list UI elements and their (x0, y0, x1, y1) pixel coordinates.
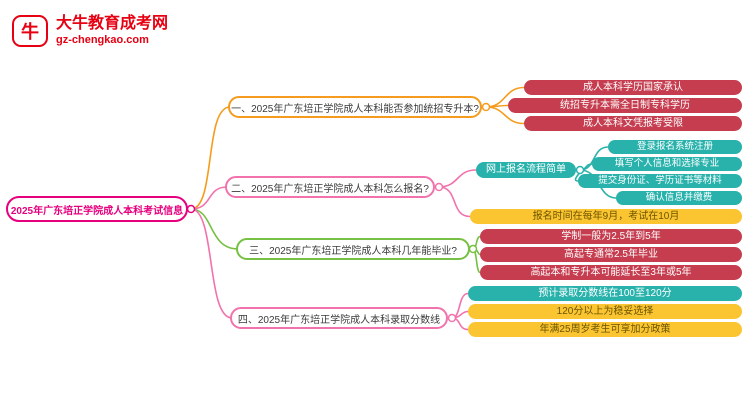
leaf-degree-recognized: 成人本科学历国家承认 (524, 80, 742, 95)
bull-icon: 牛 (12, 14, 48, 47)
leaf-extended-length: 高起本和专升本可能延长至3年或5年 (480, 265, 742, 280)
connector-dot-online (575, 165, 585, 175)
leaf-register-system: 登录报名系统注册 (608, 140, 742, 154)
connector-root-branch2 (190, 186, 228, 210)
site-logo: 牛 大牛教育成考网 gz-chengkao.com (12, 14, 168, 48)
leaf-study-length: 学制一般为2.5年到5年 (480, 229, 742, 244)
leaf-safe-score: 120分以上为稳妥选择 (468, 304, 742, 319)
connector-dot-branch2 (434, 182, 444, 192)
connector-branch1-leaf3 (485, 106, 525, 125)
leaf-confirm-pay: 确认信息并缴费 (616, 191, 742, 205)
leaf-diploma-restricted: 成人本科文凭报考受限 (524, 116, 742, 131)
logo-domain: gz-chengkao.com (56, 34, 149, 46)
leaf-bonus-policy: 年满25周岁考生可享加分政策 (468, 322, 742, 337)
leaf-signup-time: 报名时间在每年9月，考试在10月 (470, 209, 742, 224)
connector-dot-branch4 (447, 313, 457, 323)
leaf-fulltime-required: 统招专升本需全日制专科学历 (508, 98, 742, 113)
leaf-submit-materials: 提交身份证、学历证书等材料 (578, 174, 742, 188)
root-node: 2025年广东培正学院成人本科考试信息 (6, 196, 188, 222)
leaf-expected-score: 预计录取分数线在100至120分 (468, 286, 742, 301)
leaf-gaoqizhuan-length: 高起专通常2.5年毕业 (480, 247, 742, 262)
branch-node-3: 三、2025年广东培正学院成人本科几年能毕业? (236, 238, 470, 260)
branch-node-1: 一、2025年广东培正学院成人本科能否参加统招专升本? (228, 96, 482, 118)
connector-root-branch4 (190, 208, 233, 319)
leaf-fill-info: 填写个人信息和选择专业 (592, 157, 742, 171)
connector-dot-root (186, 204, 196, 214)
logo-text: 大牛教育成考网 gz-chengkao.com (56, 14, 168, 48)
connector-root-branch3 (190, 208, 239, 250)
node-online-process: 网上报名流程简单 (476, 162, 576, 178)
branch-node-2: 二、2025年广东培正学院成人本科怎么报名? (225, 176, 435, 198)
connector-branch2-child1 (438, 169, 477, 188)
connector-dot-branch1 (481, 102, 491, 112)
connector-branch2-child2 (438, 186, 471, 218)
branch-node-4: 四、2025年广东培正学院成人本科录取分数线 (230, 307, 448, 329)
bull-glyph: 牛 (21, 21, 39, 42)
logo-title: 大牛教育成考网 (56, 15, 169, 32)
connector-root-branch1 (190, 106, 231, 210)
connector-dot-branch3 (468, 244, 478, 254)
